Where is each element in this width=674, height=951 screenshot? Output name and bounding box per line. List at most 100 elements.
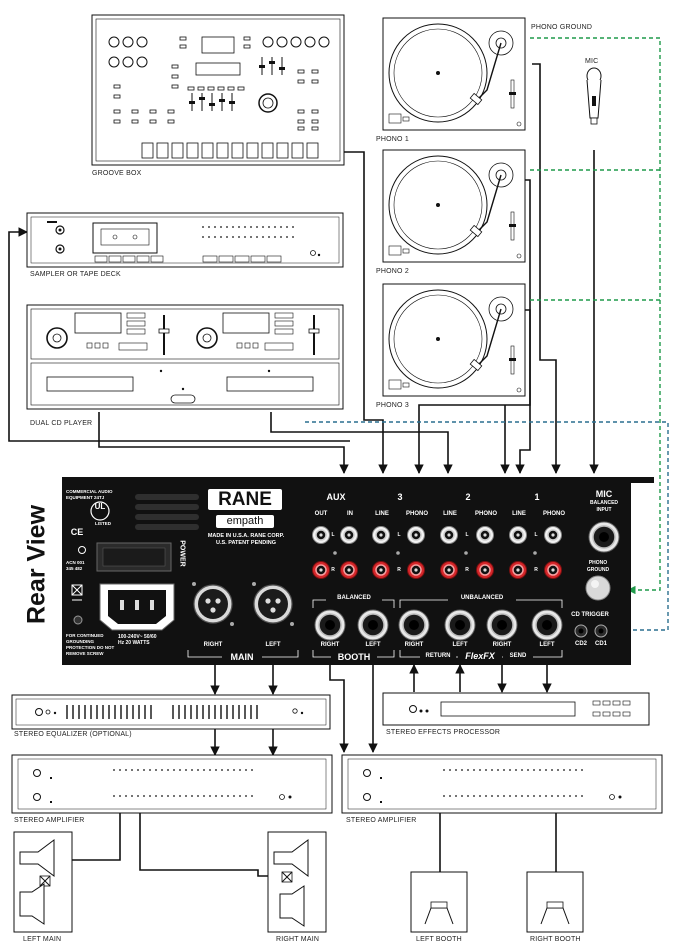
aux-label: AUX xyxy=(326,492,346,502)
empath-logo: empath xyxy=(216,515,274,528)
ul-text: UL xyxy=(94,502,106,511)
fx-return-left-label: LEFT xyxy=(452,642,468,648)
cd2-label: CD2 xyxy=(574,641,587,647)
ch1-label: 1 xyxy=(534,492,540,502)
ul-mark xyxy=(90,501,110,521)
ch3-label: 3 xyxy=(397,492,403,502)
ch3-line-label: LINE xyxy=(375,511,389,517)
booth-left-label: LEFT xyxy=(365,642,381,648)
speaker-right-booth xyxy=(526,871,584,933)
cable-phono1 xyxy=(532,63,561,474)
fx-send-right-jack xyxy=(486,609,518,641)
cable-cd-1 xyxy=(98,412,349,474)
turntable-phono-1 xyxy=(382,17,526,131)
ce-mark: CE xyxy=(70,527,84,537)
booth-right-label: RIGHT xyxy=(320,642,340,648)
fx-send-right-label: RIGHT xyxy=(492,642,512,648)
ch2-line-label: LINE xyxy=(443,511,457,517)
rear-view-title: Rear View xyxy=(22,504,51,625)
rear-view-title-wrap: Rear View xyxy=(22,470,52,660)
ch3-phono-label: PHONO xyxy=(405,511,428,517)
fx-return-right-label: RIGHT xyxy=(404,642,424,648)
turntable-phono-2 xyxy=(382,149,526,263)
stereo-amplifier-left xyxy=(11,754,333,814)
balanced-label: BALANCED xyxy=(326,595,382,601)
speaker-left-booth xyxy=(410,871,468,933)
label-left-main: LEFT MAIN xyxy=(23,936,62,943)
made-in-text: MADE IN U.S.A. RANE CORP. U.S. PATENT PE… xyxy=(207,533,285,546)
xlr-main-right xyxy=(193,584,233,624)
label-amp-right: STEREO AMPLIFIER xyxy=(346,817,417,824)
label-phono-ground: PHONO GROUND xyxy=(531,24,593,31)
ch1-line-label: LINE xyxy=(512,511,526,517)
r-label-1: R xyxy=(534,567,538,573)
cable-amp-left-spk2 xyxy=(139,813,282,877)
rear-panel xyxy=(62,477,654,665)
vent xyxy=(135,494,199,530)
commercial-text: COMMERCIAL AUDIO EQUIPMENT 24TJ xyxy=(66,489,113,500)
ground-screw xyxy=(73,615,83,625)
send-label: SEND xyxy=(503,653,533,659)
phono-ground-panel-label: PHONO GROUND xyxy=(586,560,610,573)
rane-logo: RANE xyxy=(208,489,282,510)
cd1-label: CD1 xyxy=(594,641,607,647)
ch2-label: 2 xyxy=(465,492,471,502)
ch2-phono-label: PHONO xyxy=(474,511,497,517)
cables xyxy=(8,63,599,877)
acn-text: ACN 001 345 482 xyxy=(66,560,85,571)
aux-in-label: IN xyxy=(347,511,353,517)
cert-symbols xyxy=(71,546,86,601)
power-label: POWER xyxy=(178,540,186,567)
iec-power-inlet xyxy=(99,583,175,631)
stereo-effects-processor xyxy=(382,692,650,726)
mic-jack xyxy=(588,521,620,553)
unbalanced-label: UNBALANCED xyxy=(448,595,516,601)
label-right-main: RIGHT MAIN xyxy=(276,936,320,943)
cable-cd-2 xyxy=(270,412,453,474)
label-left-booth: LEFT BOOTH xyxy=(416,936,462,943)
phono-ground-knob xyxy=(585,575,611,601)
mic-panel-label: MIC xyxy=(595,489,613,499)
l-label-2: L xyxy=(465,532,469,538)
label-phono-2: PHONO 2 xyxy=(376,268,409,275)
cable-booth-right xyxy=(329,665,349,753)
grounding-text: FOR CONTINUED GROUNDING PROTECTION DO NO… xyxy=(66,633,115,656)
label-mic: MIC xyxy=(585,58,599,65)
main-label: MAIN xyxy=(222,652,262,662)
cable-amp-left-spk xyxy=(55,813,121,861)
fx-send-left-label: LEFT xyxy=(539,642,555,648)
cable-phono3 xyxy=(414,309,531,474)
r-label-3: R xyxy=(397,567,401,573)
l-label-3: L xyxy=(397,532,401,538)
label-equalizer: STEREO EQUALIZER (OPTIONAL) xyxy=(14,731,132,738)
balanced-input-label: BALANCED INPUT xyxy=(589,500,619,513)
fx-return-right-jack xyxy=(398,609,430,641)
flexfx-label: FlexFX xyxy=(458,651,502,661)
dual-cd-player xyxy=(26,304,344,410)
phono-ground-wire-1 xyxy=(530,37,661,595)
turntable-phono-3 xyxy=(382,283,526,397)
label-sampler: SAMPLER OR TAPE DECK xyxy=(30,271,121,278)
ch1-phono-label: PHONO xyxy=(542,511,565,517)
return-label: RETURN xyxy=(420,653,456,659)
cable-phono2 xyxy=(515,179,531,474)
fx-send-left-jack xyxy=(531,609,563,641)
speaker-left-main xyxy=(13,831,73,933)
speaker-right-main xyxy=(267,831,327,933)
groove-box xyxy=(91,14,345,166)
booth-left-jack xyxy=(357,609,389,641)
listed-text: LISTED xyxy=(94,521,111,526)
stereo-amplifier-right xyxy=(341,754,663,814)
label-phono-3: PHONO 3 xyxy=(376,402,409,409)
cd-trigger-label: CD TRIGGER xyxy=(571,612,609,618)
label-amp-left: STEREO AMPLIFIER xyxy=(14,817,85,824)
r-label: R xyxy=(331,567,335,573)
ground-wires xyxy=(305,37,669,635)
label-right-booth: RIGHT BOOTH xyxy=(530,936,581,943)
r-label-2: R xyxy=(465,567,469,573)
stereo-equalizer xyxy=(11,694,331,730)
label-effects-processor: STEREO EFFECTS PROCESSOR xyxy=(386,729,501,736)
microphone xyxy=(586,67,602,125)
l-label-1: L xyxy=(534,532,538,538)
